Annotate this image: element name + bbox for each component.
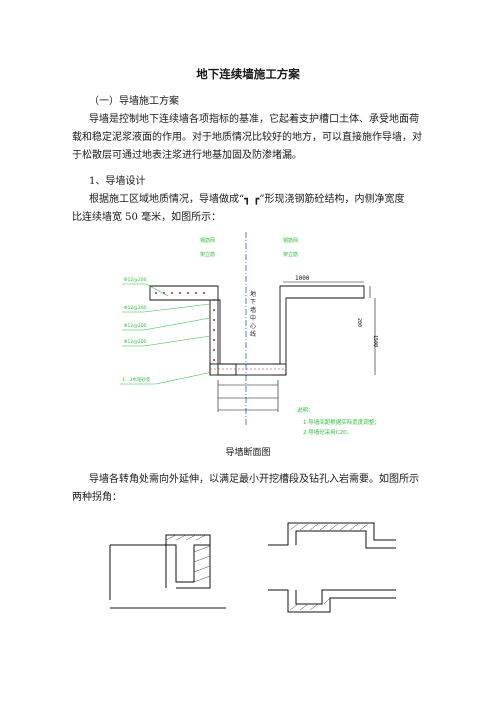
corner-figure-2	[268, 522, 396, 613]
note-1: 1.导墙间距根据实际宽度调整；	[303, 418, 380, 426]
callout-leaders	[120, 283, 213, 385]
paragraph-line: 比连续墙宽 50 毫米，如图所示：	[72, 212, 222, 223]
bottom-callout: 1：3水泥砂浆	[122, 376, 151, 383]
section-heading: （一）导墙施工方案	[89, 96, 179, 107]
left-rebar-dots	[155, 292, 215, 361]
callout-1: Φ12@200	[124, 277, 146, 283]
corner-1-hatch	[165, 534, 211, 583]
label-top-right-2: 架立筋	[283, 251, 298, 258]
paragraph-line: 于松散层可通过地表注浆进行地基加固及防渗堵漏。	[72, 150, 302, 161]
figure-caption: 导墙断面图	[225, 448, 271, 458]
center-label: 地下墙中心线	[250, 290, 256, 338]
subheading: 1、导墙设计	[89, 176, 146, 187]
dimensions	[217, 281, 376, 412]
note-2: 2.导墙砼采用C20。	[303, 428, 352, 436]
corner-2-hatch	[289, 523, 369, 611]
label-top-left-1: 钢筋网	[200, 237, 215, 244]
callout-3: Φ12@200	[124, 323, 146, 329]
callout-2: Φ12@200	[124, 305, 146, 311]
paragraph-line: 导墙是控制地下连续墙各项指标的基准，它起着支护槽口土体、承受地面荷	[89, 114, 419, 125]
callout-4: Φ12@200	[124, 339, 146, 345]
page-title: 地下连续墙施工方案	[196, 67, 300, 81]
label-top-left-2: 架立筋	[200, 251, 215, 258]
left-guide-wall	[149, 285, 237, 376]
bottom-slab	[209, 363, 287, 376]
paragraph-line: 两种拐角：	[72, 492, 122, 503]
right-guide-wall	[272, 285, 365, 376]
dim-top: 1000	[295, 275, 310, 282]
dim-right-1: 200	[356, 318, 362, 327]
paragraph-line: 载和稳定泥浆液面的作用。对于地质情况比较好的地方，可以直接施作导墙，对	[72, 132, 422, 143]
paragraph-line: 根据施工区域地质情况，导墙做成“┓ ┏”形现浇钢筋砼结构，内侧净宽度	[89, 194, 405, 205]
note-title: 说明：	[297, 406, 314, 414]
dim-right-2: 1500	[372, 335, 378, 347]
label-top-right-1: 钢筋网	[283, 237, 298, 244]
corner-figure-1	[109, 534, 226, 609]
paragraph-line: 导墙各转角处需向外延伸，以满足最小开挖槽段及钻孔入岩需要。如图所示	[89, 474, 419, 485]
